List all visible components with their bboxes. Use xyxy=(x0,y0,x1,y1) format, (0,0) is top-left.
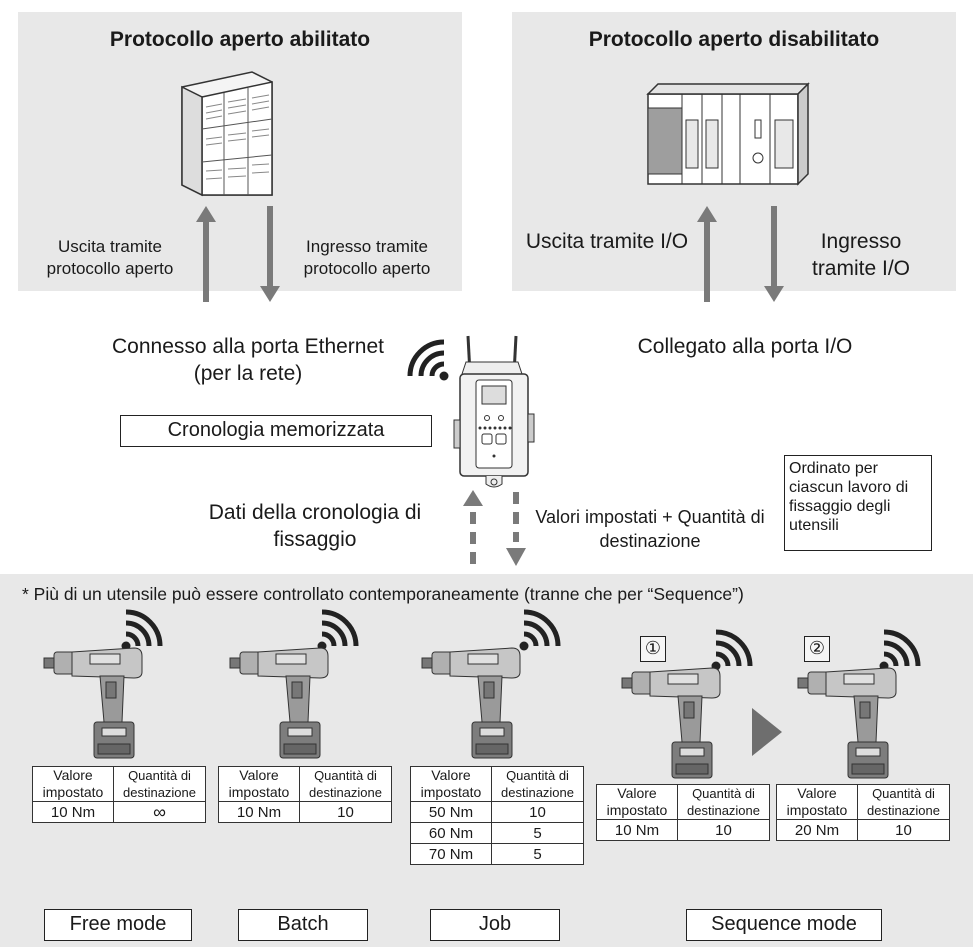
set-values-label: Valori impostati + Quantità di destinazi… xyxy=(535,507,765,551)
plc-icon xyxy=(646,82,810,186)
ethernet-connection-label: Connesso alla porta Ethernet (per la ret… xyxy=(111,335,384,385)
power-tool-icon xyxy=(229,647,329,759)
protocol-output-label: Uscita tramite protocollo aperto xyxy=(46,237,174,278)
footnote: * Più di un utensile può essere controll… xyxy=(22,584,744,604)
server-rack-icon xyxy=(181,71,273,197)
arrow-right-icon xyxy=(752,708,782,756)
mode-label-free: Free mode xyxy=(44,909,192,941)
power-tool-icon xyxy=(421,647,521,759)
io-input-arrow-down xyxy=(764,206,784,302)
io-input-label: Ingresso tramite I/O xyxy=(811,230,911,280)
enabled-title: Protocollo aperto abilitato xyxy=(109,28,371,51)
history-data-label: Dati della cronologia di fissaggio xyxy=(208,501,422,551)
sequence-step-1-marker: ① xyxy=(640,636,666,662)
wifi-icon xyxy=(408,342,448,382)
ordered-note-box: Ordinato per ciascun lavoro di fissaggio… xyxy=(784,455,932,551)
history-data-arrow-up xyxy=(463,490,483,564)
wifi-icon xyxy=(520,612,560,652)
controller-device-icon xyxy=(453,335,535,488)
mode-label-sequence: Sequence mode xyxy=(686,909,882,941)
power-tool-icon xyxy=(797,667,897,779)
mode-label-batch: Batch xyxy=(238,909,368,941)
output-arrow-up xyxy=(196,206,216,302)
io-connection-label: Collegato alla porta I/O xyxy=(637,335,853,358)
set-values-arrow-down xyxy=(506,492,526,566)
history-stored-box: Cronologia memorizzata xyxy=(120,415,432,447)
protocol-input-label: Ingresso tramite protocollo aperto xyxy=(303,237,431,278)
io-output-arrow-up xyxy=(697,206,717,302)
mode-label-job: Job xyxy=(430,909,560,941)
sequence-step-2-marker: ② xyxy=(804,636,830,662)
input-arrow-down xyxy=(260,206,280,302)
power-tool-icon xyxy=(43,647,143,759)
power-tool-icon xyxy=(621,667,721,779)
io-output-label: Uscita tramite I/O xyxy=(525,230,689,253)
disabled-title: Protocollo aperto disabilitato xyxy=(588,28,880,51)
